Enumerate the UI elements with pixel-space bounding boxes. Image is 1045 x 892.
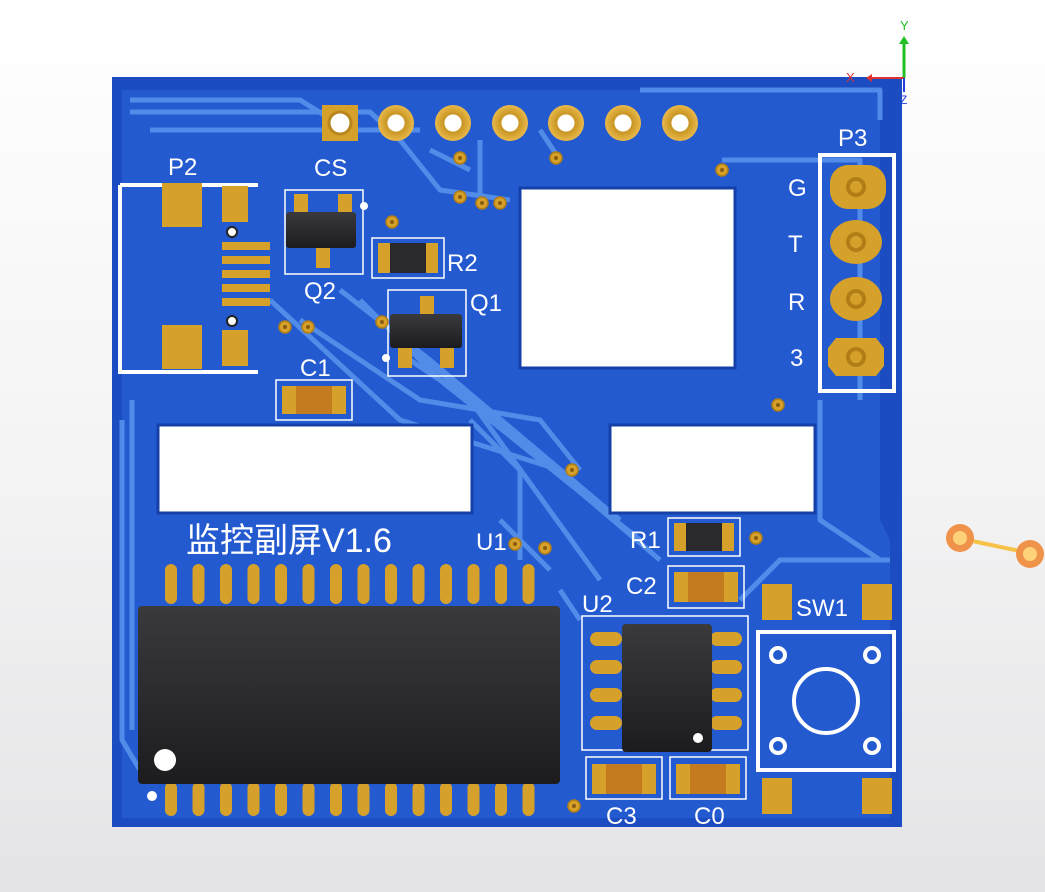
top-header-pins	[322, 105, 698, 141]
via-hole	[554, 156, 558, 160]
sw1-switch	[756, 584, 896, 814]
label-sw1: SW1	[796, 595, 848, 622]
u1-pin	[357, 782, 370, 816]
u2-chip	[581, 615, 749, 752]
via-hole	[498, 201, 502, 205]
u1-pin	[220, 782, 232, 816]
u1-pin	[385, 564, 397, 604]
via-hole	[283, 325, 287, 329]
axis-triad-icon[interactable]: Y X Z	[846, 18, 909, 107]
u1-pin	[495, 782, 507, 816]
c2-capacitor	[667, 565, 745, 609]
label-pin-r: R	[788, 289, 805, 316]
axis-z-label: Z	[900, 93, 907, 107]
via-hole	[458, 195, 462, 199]
u1-pin	[440, 564, 452, 604]
label-c2: C2	[626, 573, 657, 600]
label-r2: R2	[447, 250, 478, 277]
label-c3: C3	[606, 803, 637, 830]
u1-pin	[440, 782, 452, 816]
u1-pin	[412, 782, 425, 816]
label-p2: P2	[168, 154, 197, 181]
u1-pin	[220, 564, 232, 604]
via-hole	[776, 403, 780, 407]
u1-pin	[302, 782, 315, 816]
r2-resistor	[371, 237, 445, 279]
u1-pin	[522, 564, 535, 604]
axis-y-label: Y	[900, 18, 909, 33]
u1-pin	[330, 782, 342, 816]
u1-pin	[247, 782, 260, 816]
label-cs: CS	[314, 155, 347, 182]
label-q2: Q2	[304, 278, 336, 305]
u1-pin	[467, 564, 480, 604]
via-hole	[543, 546, 547, 550]
u1-pin	[412, 564, 425, 604]
label-pin-t: T	[788, 231, 803, 258]
label-pin-3: 3	[790, 345, 803, 372]
u1-pin	[192, 782, 205, 816]
silkscreen-labels: P2 CS Q2 R2 Q1 C1 P3 G T R 3 监控副屏V1.6 U1…	[168, 125, 867, 830]
via-hole	[754, 536, 758, 540]
label-c1: C1	[300, 355, 331, 382]
via-hole	[480, 201, 484, 205]
via-hole	[380, 320, 384, 324]
label-u1: U1	[476, 529, 507, 556]
board-title: 监控副屏V1.6	[186, 522, 392, 560]
label-u2: U2	[582, 591, 613, 618]
u1-pin	[522, 782, 535, 816]
u1-pin	[192, 564, 205, 604]
u1-pin	[467, 782, 480, 816]
via-hole	[720, 168, 724, 172]
board-cutouts	[156, 186, 817, 515]
r1-resistor	[667, 517, 741, 557]
u1-pin	[357, 564, 370, 604]
label-pin-g: G	[788, 175, 807, 202]
via-hole	[458, 156, 462, 160]
via-hole	[572, 804, 576, 808]
u1-pin	[165, 564, 177, 604]
light-source-icon[interactable]	[946, 524, 1044, 568]
c1-capacitor	[275, 379, 353, 421]
u1-pin	[385, 782, 397, 816]
axis-x-label: X	[846, 70, 855, 85]
via-hole	[306, 325, 310, 329]
via-hole	[513, 542, 517, 546]
c0-capacitor	[669, 756, 747, 800]
u1-chip	[138, 564, 560, 816]
pcb-traces	[119, 87, 890, 772]
u1-pin	[247, 564, 260, 604]
u1-pin	[330, 564, 342, 604]
via-hole	[390, 220, 394, 224]
u1-pin	[165, 782, 177, 816]
label-r1: R1	[630, 527, 661, 554]
p2-usb-connector	[118, 183, 270, 374]
c3-capacitor	[585, 756, 663, 800]
u1-pin	[275, 564, 287, 604]
u1-pin	[302, 564, 315, 604]
q1-transistor	[382, 289, 467, 377]
q2-transistor	[284, 189, 368, 275]
u1-pin	[275, 782, 287, 816]
label-p3: P3	[838, 125, 867, 152]
via-hole	[570, 468, 574, 472]
label-q1: Q1	[470, 290, 502, 317]
u1-pin	[495, 564, 507, 604]
label-c0: C0	[694, 803, 725, 830]
vias	[278, 151, 785, 813]
p3-header	[818, 153, 896, 393]
